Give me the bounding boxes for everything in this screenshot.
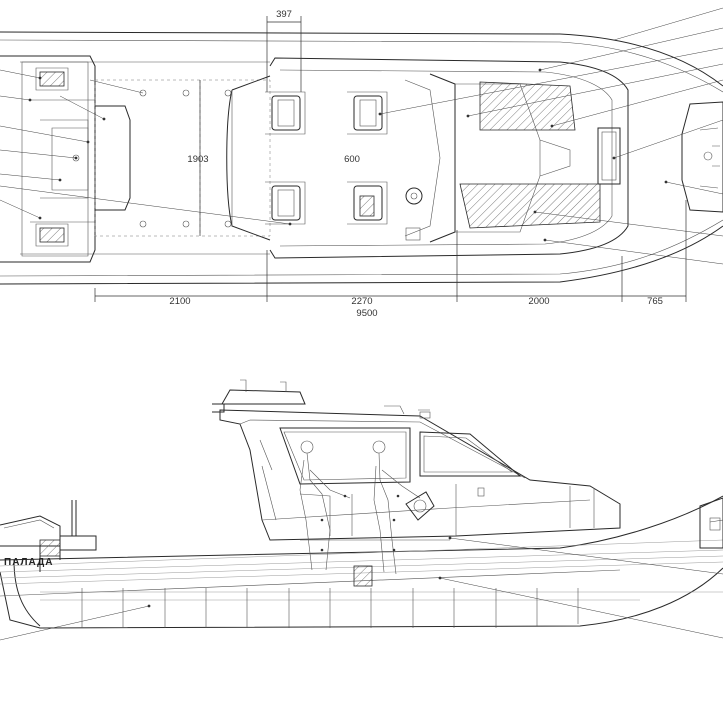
internal-reference-points	[320, 494, 400, 552]
bow-fitting-profile	[699, 497, 723, 549]
dim-seg2: 2270	[351, 296, 372, 307]
helm-console-profile	[299, 491, 450, 587]
stern-seat-unit	[0, 55, 131, 263]
deck-fittings	[139, 89, 232, 228]
stern-locker-starboard	[39, 227, 65, 243]
hull-outline-profile	[0, 495, 723, 629]
hull-outline-plan	[0, 31, 723, 285]
dim-overall: 9500	[356, 308, 377, 319]
plan-view: 397 1903 600 2100 2270 2000 765 9500	[0, 7, 723, 319]
berth-starboard	[459, 183, 601, 229]
plan-leader-lines	[0, 7, 723, 265]
dim-seg1: 2100	[169, 296, 190, 307]
hull-name: ПАЛАДА	[4, 557, 54, 568]
anchor-locker	[681, 101, 723, 213]
wheelhouse-profile	[212, 379, 621, 541]
forward-hatch	[597, 127, 621, 185]
steering-wheel	[405, 187, 423, 241]
crew-figures	[299, 440, 421, 575]
profile-leader-lines	[0, 519, 723, 641]
berth-port	[479, 81, 576, 131]
plan-dimensions	[94, 16, 687, 302]
dim-seg3: 2000	[528, 296, 549, 307]
hull-frames	[81, 588, 579, 628]
dim-top: 397	[276, 9, 292, 20]
console-locker	[353, 565, 373, 587]
stern-seat-profile	[0, 500, 97, 572]
stern-locker-port	[39, 71, 65, 87]
dim-seat-spacing: 600	[344, 154, 360, 165]
dim-beam: 1903	[187, 154, 208, 165]
helm-seats	[265, 91, 388, 225]
dim-seg4: 765	[647, 296, 663, 307]
profile-view: ПАЛАДА	[0, 379, 723, 641]
